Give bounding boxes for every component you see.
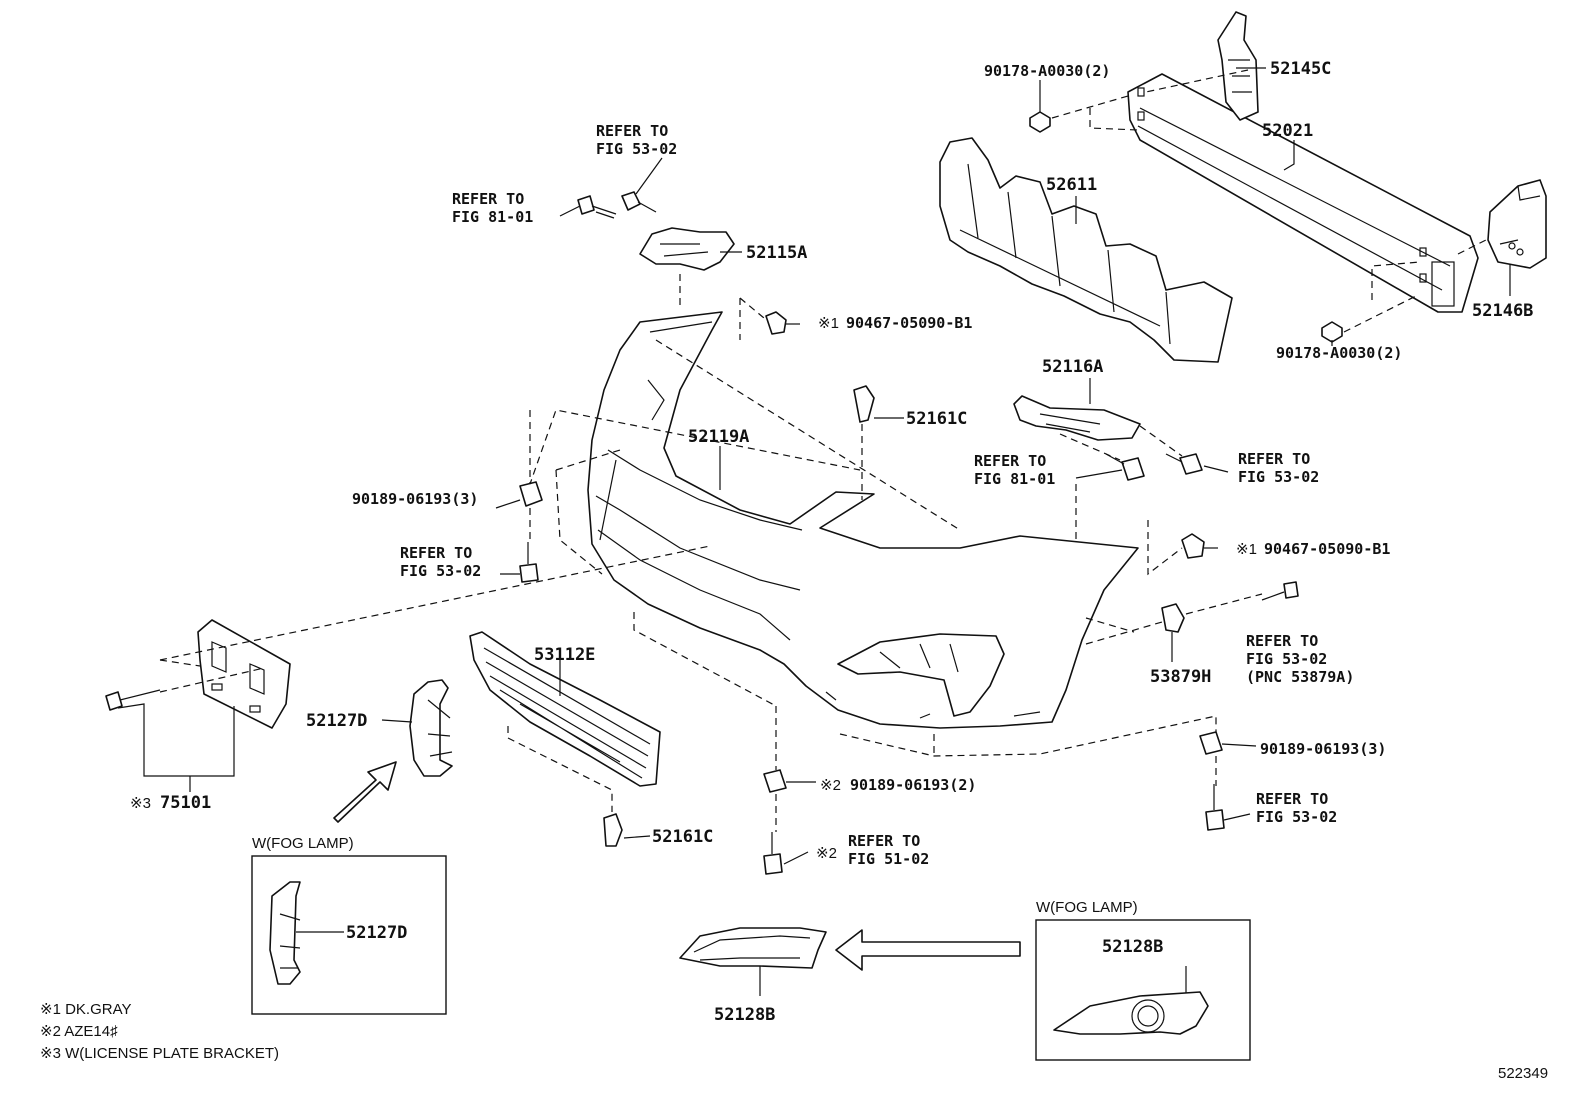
label-52145c: 52145C [1270, 59, 1331, 79]
refer-81b-line1: REFER TO [974, 452, 1046, 470]
refer-51a-line2: FIG 51-02 [848, 850, 929, 868]
fog-cover-52128b [679, 927, 827, 969]
refer-53d-line3: (PNC 53879A) [1246, 668, 1354, 686]
fasteners [105, 111, 1343, 875]
label-52146b: 52146B [1472, 301, 1533, 321]
refer-53d-line2: FIG 53-02 [1246, 650, 1327, 668]
refer-53c-line2: FIG 53-02 [400, 562, 481, 580]
label-90178-top: 90178-A0030(2) [984, 62, 1110, 80]
label-52119a: 52119A [688, 427, 749, 447]
mark-3: ※3 [130, 795, 151, 812]
license-plate-bracket [197, 619, 291, 729]
bracket-52145c [1217, 11, 1259, 121]
mark-1-right: ※1 [1236, 541, 1257, 558]
label-52127d-box: 52127D [346, 923, 407, 943]
refer-53e-line1: REFER TO [1256, 790, 1328, 808]
bumper-reinforcement [1127, 73, 1479, 313]
fog-lamp-option-box-left [251, 855, 447, 1015]
grille-53112e [469, 631, 661, 787]
diagram-number: 522349 [1498, 1065, 1548, 1082]
retainer-52115a [639, 227, 735, 271]
refer-top-line1: REFER TO [596, 122, 668, 140]
refer-81a-line2: FIG 81-01 [452, 208, 533, 226]
label-52128b-box: 52128B [1102, 937, 1163, 957]
refer-53c-line1: REFER TO [400, 544, 472, 562]
refer-81a-line1: REFER TO [452, 190, 524, 208]
label-52115a: 52115A [746, 243, 807, 263]
refer-53d-line1: REFER TO [1246, 632, 1318, 650]
fog-lamp-option-box-right [1035, 919, 1251, 1061]
refer-53e-line2: FIG 53-02 [1256, 808, 1337, 826]
retainer-52116a [1013, 395, 1141, 441]
label-52128b: 52128B [714, 1005, 775, 1025]
fog-lamp-title-right: W(FOG LAMP) [1036, 899, 1138, 916]
label-52161c-bottom: 52161C [652, 827, 713, 847]
label-90178-bottom: 90178-A0030(2) [1276, 344, 1402, 362]
note-2: ※2 AZE14♯ [40, 1023, 118, 1040]
label-90189-left: 90189-06193(3) [352, 490, 478, 508]
energy-absorber [939, 137, 1233, 363]
note-3: ※3 W(LICENSE PLATE BRACKET) [40, 1045, 279, 1062]
mark-2-refer: ※2 [816, 845, 837, 862]
label-90189-right: 90189-06193(3) [1260, 740, 1386, 758]
bracket-52146b [1487, 179, 1547, 269]
label-53879h: 53879H [1150, 667, 1211, 687]
label-90467-right: 90467-05090-B1 [1264, 540, 1390, 558]
label-52021: 52021 [1262, 121, 1313, 141]
label-52116a: 52116A [1042, 357, 1103, 377]
mark-1-top: ※1 [818, 315, 839, 332]
label-52611: 52611 [1046, 175, 1097, 195]
label-75101: 75101 [160, 793, 211, 813]
refer-53b-line1: REFER TO [1238, 450, 1310, 468]
label-90189-center: 90189-06193(2) [850, 776, 976, 794]
refer-51a-line1: REFER TO [848, 832, 920, 850]
label-52127d: 52127D [306, 711, 367, 731]
bumper-cover [587, 311, 1139, 729]
label-90467-top: 90467-05090-B1 [846, 314, 972, 332]
assembly-lines [159, 69, 1491, 832]
label-53112e: 53112E [534, 645, 595, 665]
labels: 52145C 52021 52611 52146B 52115A 52116A … [40, 59, 1548, 1082]
refer-81b-line2: FIG 81-01 [974, 470, 1055, 488]
piece-52127d [409, 679, 453, 777]
mark-2-center: ※2 [820, 777, 841, 794]
direction-arrows [333, 761, 1021, 971]
note-1: ※1 DK.GRAY [40, 1001, 131, 1018]
refer-top-line2: FIG 53-02 [596, 140, 677, 158]
leader-lines [117, 67, 1511, 1000]
refer-53b-line2: FIG 53-02 [1238, 468, 1319, 486]
fog-lamp-title-left: W(FOG LAMP) [252, 835, 354, 852]
label-52161c-top: 52161C [906, 409, 967, 429]
